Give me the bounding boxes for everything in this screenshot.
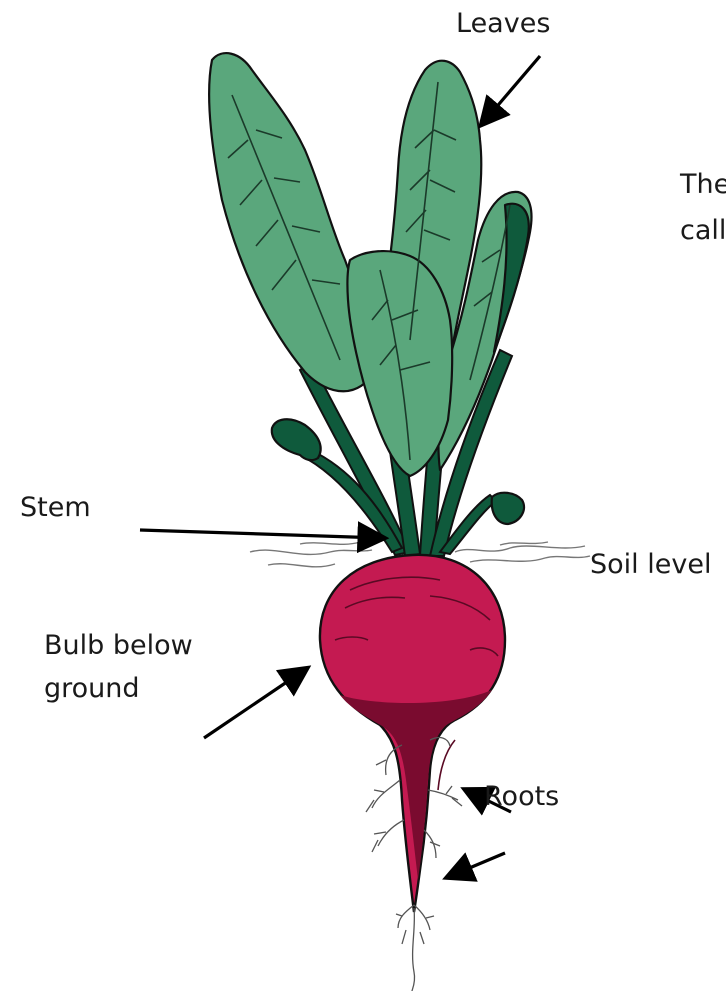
- bulb-label: Bulb below ground: [44, 624, 193, 710]
- side-note-line2: call: [680, 208, 726, 254]
- side-note-line1: The: [680, 162, 726, 208]
- stem-arrow: [140, 530, 383, 538]
- leaves-arrow: [482, 56, 540, 124]
- bulb-label-line2: ground: [44, 667, 193, 710]
- roots-arrow-lower: [448, 853, 505, 877]
- soil-level-label: Soil level: [590, 545, 711, 585]
- roots-label: Roots: [484, 777, 559, 817]
- bulb-arrow: [204, 669, 306, 738]
- stem-label: Stem: [20, 488, 91, 528]
- leaves-label: Leaves: [456, 4, 550, 44]
- beet-bulb: [320, 555, 505, 912]
- cropped-side-note: The call: [680, 162, 726, 254]
- bulb-label-line1: Bulb below: [44, 624, 193, 667]
